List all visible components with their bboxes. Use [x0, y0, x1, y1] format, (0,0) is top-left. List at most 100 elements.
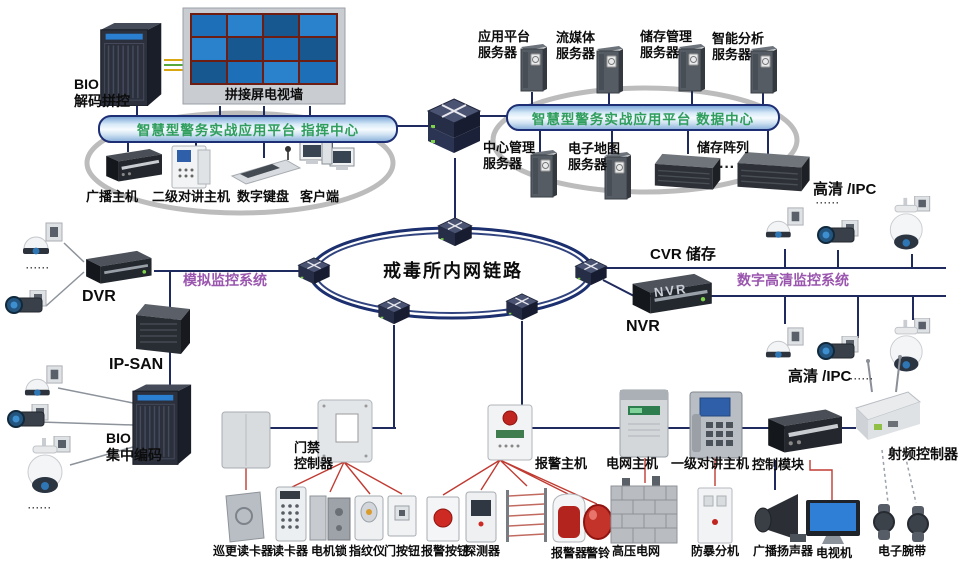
- fingerprint-label: 指纹仪: [348, 544, 385, 558]
- storage-array-label: 储存阵列: [697, 140, 750, 155]
- tv-wall: [182, 7, 346, 105]
- intercom-primary-device: [689, 391, 743, 459]
- command-center-bus-label: 智慧型警务实战应用平台 指挥中心: [136, 123, 360, 138]
- horn-speaker-device: [754, 494, 806, 542]
- storage-ellipsis: ···: [719, 159, 735, 176]
- dome-camera: [765, 327, 804, 359]
- rf-controller-label: 射频控制器: [888, 446, 958, 462]
- card-reader-device: [275, 486, 307, 542]
- digital-keyboard-label: 数字键盘: [237, 189, 290, 204]
- hd-ipc-top-ellipsis: ······: [816, 198, 840, 208]
- card-reader-label: 读卡器: [271, 544, 308, 558]
- alarm-bell-label: 警铃: [585, 546, 610, 560]
- server-media-label: 流媒体 服务器: [556, 30, 596, 61]
- wristband-devices: [873, 504, 929, 542]
- digital-keyboard-device: [230, 146, 302, 185]
- bullet-camera: [7, 404, 49, 428]
- access-controller-device: [317, 399, 373, 463]
- ptz-camera: [889, 318, 931, 372]
- hd-ipc-bottom-ellipsis: ······: [850, 374, 874, 384]
- bio-encoder-label: BIO 集中编码: [106, 430, 162, 463]
- tv-set-device: [806, 500, 860, 544]
- alarm-button-label: 报警按钮: [420, 544, 469, 558]
- left-bottom-camera-ellipsis: ······: [28, 503, 52, 513]
- client-label: 客户端: [300, 189, 340, 204]
- patrol-reader-device: [225, 491, 265, 543]
- dome-camera: [22, 222, 63, 255]
- ipsan-label: IP-SAN: [109, 356, 164, 373]
- grid-host-device: [619, 389, 669, 458]
- dome-camera: [24, 365, 63, 397]
- data-center-bus-label: 智慧型警务实战应用平台 数据中心: [531, 111, 755, 127]
- hd-ipc-bottom-label: 高清 /IPC: [788, 368, 852, 385]
- grid-host-label: 电网主机: [606, 456, 659, 471]
- ring-switch-right: [574, 258, 608, 286]
- data-center-platform-ellipse: [490, 85, 800, 195]
- server-storage-mgmt-label: 储存管理 服务器: [640, 29, 693, 60]
- intercom-secondary-device: [171, 145, 211, 189]
- anti-riot-extension-device: [697, 487, 733, 544]
- patrol-reader-label: 巡更读卡器: [212, 544, 273, 558]
- access-controller-label: 门禁 控制器: [294, 440, 334, 471]
- wristband-label: 电子腕带: [877, 544, 926, 558]
- rf-controller-device: [855, 355, 922, 440]
- alarm-host-label: 报警主机: [535, 456, 588, 471]
- analog-system-label: 模拟监控系统: [183, 272, 267, 288]
- alarm-siren-device: [552, 493, 586, 543]
- patrol-controller-box: [221, 411, 271, 469]
- bullet-camera: [817, 336, 859, 360]
- broadcast-host-label: 广播主机: [86, 189, 139, 204]
- control-module-device: [768, 409, 842, 452]
- left-camera-ellipsis: ······: [26, 263, 50, 273]
- data-center-bus: 智慧型警务实战应用平台 数据中心: [506, 104, 780, 131]
- broadcast-host-device: [104, 147, 162, 184]
- server-media: [596, 46, 624, 94]
- server-app-label: 应用平台 服务器: [478, 29, 531, 60]
- command-center-bus: 智慧型警务实战应用平台 指挥中心: [98, 115, 398, 143]
- tv-set-label: 电视机: [815, 546, 852, 560]
- ring-switch-left: [297, 257, 331, 285]
- camera-links: [39, 242, 134, 466]
- alarm-host-device: [487, 404, 533, 461]
- wireless-links: [881, 449, 917, 504]
- door-button-device: [387, 495, 417, 537]
- ipsan-device: [136, 304, 190, 354]
- cvr-storage-label: CVR 储存: [650, 246, 716, 263]
- intercom-secondary-label: 二级对讲主机: [152, 189, 231, 204]
- electronic-fence: [506, 488, 547, 542]
- motor-lock-device: [309, 495, 351, 541]
- detector-label: 探测器: [463, 544, 500, 558]
- ptz-camera: [27, 436, 71, 494]
- dvr-label: DVR: [82, 288, 116, 305]
- hv-grid-wall: [610, 476, 678, 544]
- intercom-primary-label: 一级对讲主机: [671, 456, 750, 471]
- command-center-platform-ellipse: [84, 110, 396, 216]
- bio-decoder-label: BIO 解码拼控: [74, 76, 130, 109]
- core-switch: [427, 98, 481, 154]
- hv-grid-label: 高压电网: [611, 544, 660, 558]
- alarm-bell-device: [583, 504, 613, 540]
- speaker-label: 广播扬声器: [752, 544, 813, 558]
- storage-array-1: [654, 153, 722, 191]
- ring-switch-bottom-left: [377, 297, 411, 325]
- bullet-camera: [817, 220, 859, 244]
- ring-switch-bottom-right: [505, 293, 539, 321]
- bullet-camera: [5, 290, 47, 314]
- alarm-siren-label: 报警器: [550, 546, 587, 560]
- storage-array-2: [736, 152, 811, 192]
- client-workstations: [299, 139, 355, 170]
- anti-riot-label: 防暴分机: [690, 544, 739, 558]
- dome-camera: [765, 207, 804, 239]
- door-button-label: 门按钮: [383, 544, 420, 558]
- digital-system-label: 数字高清监控系统: [737, 272, 849, 288]
- dvr-device: [84, 250, 153, 286]
- server-map-label: 电子地图 服务器: [568, 141, 621, 172]
- control-module-label: 控制模块: [752, 457, 805, 472]
- hd-ipc-top-label: 高清 /IPC: [813, 181, 877, 198]
- alarm-button-device: [426, 496, 460, 542]
- ptz-camera: [889, 196, 931, 250]
- server-ai-label: 智能分析 服务器: [712, 31, 765, 62]
- motor-lock-label: 电机锁: [310, 544, 347, 558]
- fingerprint-device: [354, 495, 384, 541]
